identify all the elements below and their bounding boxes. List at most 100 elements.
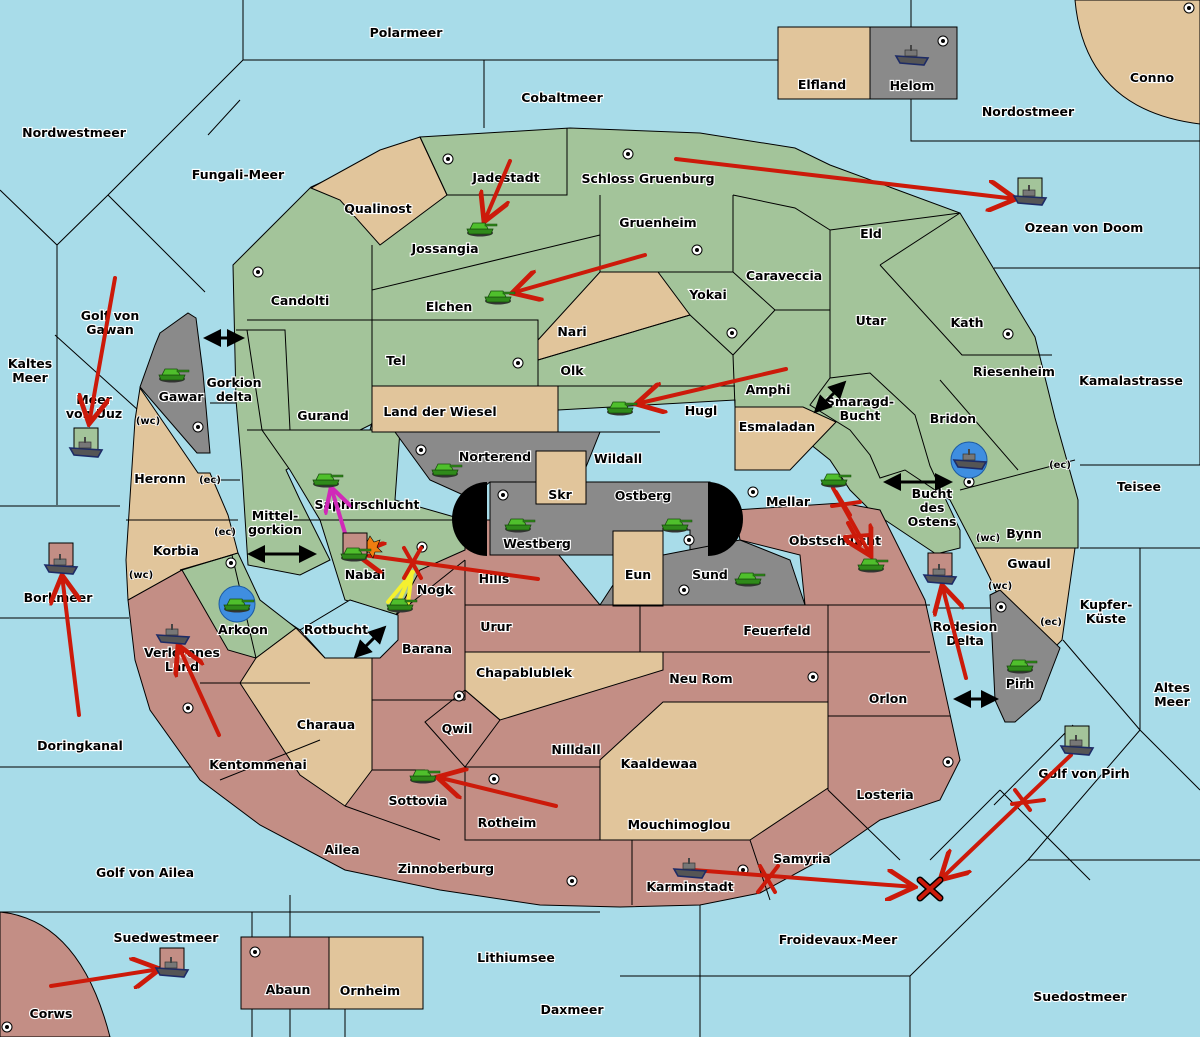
supply-center-icon [1183, 2, 1195, 14]
sea-labels: Polarmeer Cobaltmeer Nordwestmeer Fungal… [7, 24, 1192, 1018]
supply-center-icon [807, 671, 819, 683]
label-doringkanal: Doringkanal [37, 738, 123, 753]
label-nogk: Nogk [417, 582, 454, 597]
label-lithiumsee: Lithiumsee [477, 950, 555, 965]
label-sund: Sund [692, 567, 728, 582]
bounce-cross-icon [918, 878, 942, 900]
supply-center-icon [678, 584, 690, 596]
label-elchen: Elchen [426, 299, 473, 314]
label-tel: Tel [386, 353, 406, 368]
supply-center-icon [225, 557, 237, 569]
coast-marker-korbia-wc: (wc) [129, 570, 153, 581]
coast-marker-heronn-wc: (wc) [136, 416, 160, 427]
coast-marker-gwaul-ec: (ec) [1040, 617, 1062, 628]
label-cobaltmeer: Cobaltmeer [521, 90, 603, 105]
label-bynn: Bynn [1006, 526, 1041, 541]
label-norterend: Norterend [459, 449, 531, 464]
province-skr[interactable] [535, 450, 587, 505]
province-conno[interactable] [1074, 0, 1200, 125]
label-yokai: Yokai [688, 287, 727, 302]
label-rotheim: Rotheim [478, 815, 537, 830]
supply-center-icon [1, 1021, 13, 1033]
province-gawar[interactable] [139, 312, 211, 454]
label-bridon: Bridon [930, 411, 976, 426]
label-karminstadt: Karminstadt [646, 879, 733, 894]
province-elfland[interactable] [777, 26, 871, 100]
label-jadestadt: Jadestadt [471, 170, 539, 185]
supply-center-icon [937, 35, 949, 47]
coast-marker-korbia-ec: (ec) [214, 527, 236, 538]
order-move-arrow [437, 777, 558, 808]
label-saphirschlucht: Saphirschlucht [315, 497, 420, 512]
label-kupfer-kueste: Kupfer-Küste [1080, 597, 1133, 626]
label-suedwestmeer: Suedwestmeer [114, 930, 220, 945]
label-gwaul: Gwaul [1007, 556, 1050, 571]
label-ostberg: Ostberg [615, 488, 672, 503]
failed-order-cross-icon [402, 546, 423, 580]
province-ornheim[interactable] [328, 936, 424, 1010]
order-move-arrow [484, 159, 512, 222]
label-ailea: Ailea [324, 842, 359, 857]
label-mouchimoglou: Mouchimoglou [628, 817, 731, 832]
label-gawar: Gawar [159, 389, 205, 404]
label-kamalastrasse: Kamalastrasse [1079, 373, 1183, 388]
supply-center-icon [488, 773, 500, 785]
supply-center-icon [249, 946, 261, 958]
label-eun: Eun [625, 567, 651, 582]
order-move-arrow [62, 575, 79, 717]
failed-order-cross-icon [1010, 788, 1046, 812]
province-esmaladan[interactable] [734, 406, 837, 471]
supply-center-icon [747, 486, 759, 498]
label-caraveccia: Caraveccia [746, 268, 822, 283]
label-barana: Barana [402, 641, 452, 656]
label-golf-von-pirh: Golf von Pirh [1038, 766, 1129, 781]
label-froidevaux-meer: Froidevaux-Meer [779, 932, 898, 947]
label-teisee: Teisee [1117, 479, 1161, 494]
supply-center-icon [995, 601, 1007, 613]
label-urur: Urur [480, 619, 512, 634]
label-polarmeer: Polarmeer [370, 25, 444, 40]
failed-order-cross-icon [830, 490, 862, 517]
label-nordwestmeer: Nordwestmeer [22, 125, 127, 140]
label-qwil: Qwil [442, 721, 473, 736]
supply-center-icon [192, 421, 204, 433]
supply-center-icon [497, 489, 509, 501]
label-skr: Skr [548, 487, 572, 502]
supply-center-icon [726, 327, 738, 339]
label-zinnoberburg: Zinnoberburg [398, 861, 494, 876]
passage-arrow-icon [813, 380, 847, 414]
label-suedostmeer: Suedostmeer [1033, 989, 1127, 1004]
label-hugl: Hugl [685, 403, 718, 418]
impassable-west [452, 482, 487, 556]
label-land-der-wiesel: Land der Wiesel [383, 404, 496, 419]
coast-marker-bynn-ec: (ec) [1049, 460, 1071, 471]
coast-marker-heronn-ec: (ec) [199, 475, 221, 486]
order-move-arrow [942, 585, 968, 680]
supply-center-icon [453, 690, 465, 702]
label-rotbucht: Rotbucht [304, 622, 368, 637]
coast-markers: (wc) (ec) (ec) (wc) (ec) (wc) (wc) (ec) [128, 415, 1072, 629]
label-feuerfeld: Feuerfeld [743, 623, 810, 638]
supply-center-icon [252, 266, 264, 278]
label-ornheim: Ornheim [340, 983, 400, 998]
label-nilldall: Nilldall [551, 742, 600, 757]
label-kentommenai: Kentommenai [209, 757, 307, 772]
order-move-arrow [49, 969, 160, 986]
supply-center-icon [512, 357, 524, 369]
label-golf-von-ailea: Golf von Ailea [96, 865, 194, 880]
land-labels: Elfland Helom Conno Qualinost Jadestadt … [28, 69, 1175, 1022]
label-orlon: Orlon [869, 691, 908, 706]
province-eun[interactable] [612, 530, 664, 607]
supply-center-icon [942, 756, 954, 768]
order-move-arrow [356, 554, 540, 581]
label-pirh: Pirh [1006, 676, 1035, 691]
failed-order-markers [402, 490, 1046, 894]
label-kath: Kath [951, 315, 984, 330]
order-move-arrow [940, 753, 1073, 880]
failed-order-cross-icon [843, 521, 872, 547]
label-conno: Conno [1130, 70, 1175, 85]
passage-arrows [203, 329, 999, 708]
